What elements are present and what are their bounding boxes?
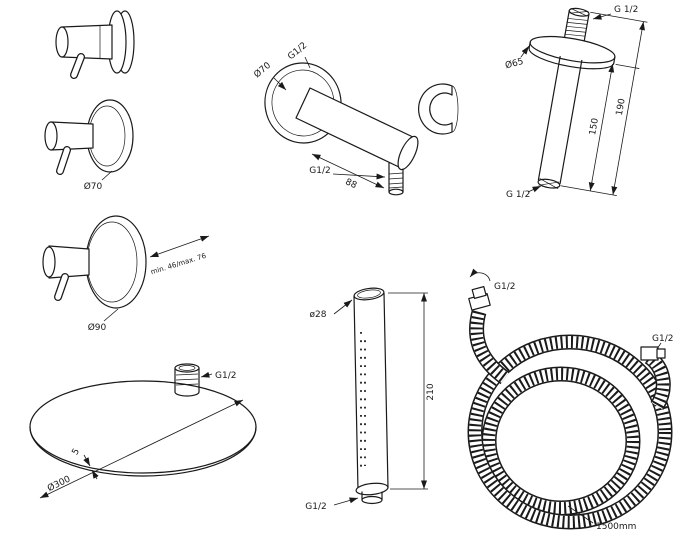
- dimension-thread-top: G 1/2: [614, 5, 638, 15]
- dimension-length-150: 150: [588, 117, 601, 136]
- rain-shower-head: G1/2 5 Ø300: [29, 363, 257, 499]
- dimension-thread: G1/2: [215, 371, 236, 381]
- dimension-diameter-70: Ø70: [252, 60, 273, 81]
- hose-ribbing: [483, 368, 639, 514]
- mixer-valve-front-view: Ø70: [44, 99, 134, 192]
- dimension-thread-top: G1/2: [494, 282, 515, 292]
- dimension-diameter-65: Ø65: [504, 56, 525, 71]
- dimension-length-88: 88: [344, 177, 359, 191]
- shower-hose: G1/2 G1/2 1500mm: [467, 268, 673, 532]
- hand-shower-wand: ø28 210 G1/2: [305, 287, 436, 512]
- dimension-diameter-300: Ø300: [46, 473, 73, 494]
- outlet-nipple: [388, 162, 404, 196]
- dimension-thread-bottom: G 1/2: [506, 190, 530, 200]
- dimension-thread-right: G1/2: [652, 334, 673, 344]
- ceiling-shower-arm: 150 190 G 1/2 Ø65 G 1/2: [504, 5, 648, 200]
- mixer-valve-side-view: [55, 10, 135, 79]
- dimension-length-190: 190: [615, 97, 628, 116]
- head-connector: [174, 363, 200, 397]
- handset-holder: [417, 83, 459, 135]
- dimension-diameter-90: Ø90: [88, 322, 107, 333]
- hose-connector-top: [468, 268, 491, 311]
- dimension-diameter-70: Ø70: [84, 181, 103, 192]
- dimension-thread-outlet: G1/2: [309, 166, 330, 176]
- dimension-thread: G1/2: [305, 502, 326, 512]
- swivel-arrow-icon: [469, 268, 491, 282]
- hose-ribbing: [469, 336, 671, 528]
- hose-connector-right: [640, 342, 666, 361]
- dimension-hose-length: 1500mm: [596, 522, 636, 532]
- wall-outlet-elbow: G1/2 Ø70 G1/2 88: [252, 41, 459, 196]
- dimension-length-210: 210: [426, 383, 436, 400]
- mixer-valve-large-view: Ø90 min. 46/max. 76: [42, 215, 210, 333]
- dimension-diameter-28: ø28: [310, 310, 327, 320]
- dimension-depth-range: min. 46/max. 76: [150, 252, 208, 277]
